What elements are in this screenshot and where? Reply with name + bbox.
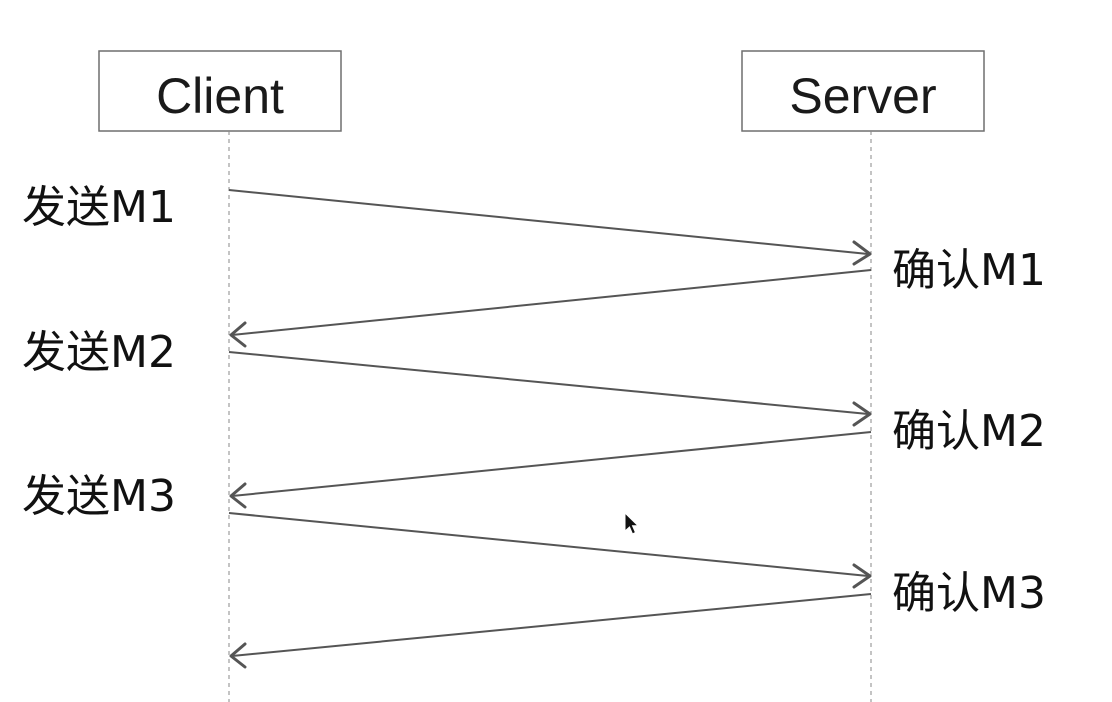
send-label-m2: 发送M2 — [22, 327, 176, 378]
participant-client: Client — [98, 50, 342, 132]
ack-label-m3: 确认M3 — [892, 568, 1046, 619]
message-send-m1 — [228, 189, 869, 255]
message-send-m3 — [228, 512, 869, 577]
send-label-m1: 发送M1 — [22, 182, 176, 233]
message-ack-m1 — [231, 269, 872, 336]
arrowhead-ack-m3 — [229, 642, 247, 669]
server-box — [741, 50, 985, 132]
client-label: Client — [156, 68, 284, 124]
arrowhead-ack-m2 — [229, 482, 247, 509]
arrowhead-send-m3 — [852, 563, 872, 589]
ack-label-m2: 确认M2 — [892, 406, 1046, 457]
arrowhead-ack-m1 — [229, 321, 247, 348]
message-send-m2 — [228, 351, 869, 415]
mouse-pointer-icon — [624, 511, 640, 535]
message-ack-m2 — [231, 431, 872, 497]
message-ack-m3 — [231, 593, 872, 657]
participant-server: Server — [741, 50, 985, 132]
arrowhead-send-m1 — [852, 240, 872, 266]
server-label: Server — [789, 68, 936, 124]
ack-label-m1: 确认M1 — [892, 245, 1046, 296]
send-label-m3: 发送M3 — [22, 471, 176, 522]
client-box — [98, 50, 342, 132]
arrowhead-send-m2 — [852, 401, 872, 427]
